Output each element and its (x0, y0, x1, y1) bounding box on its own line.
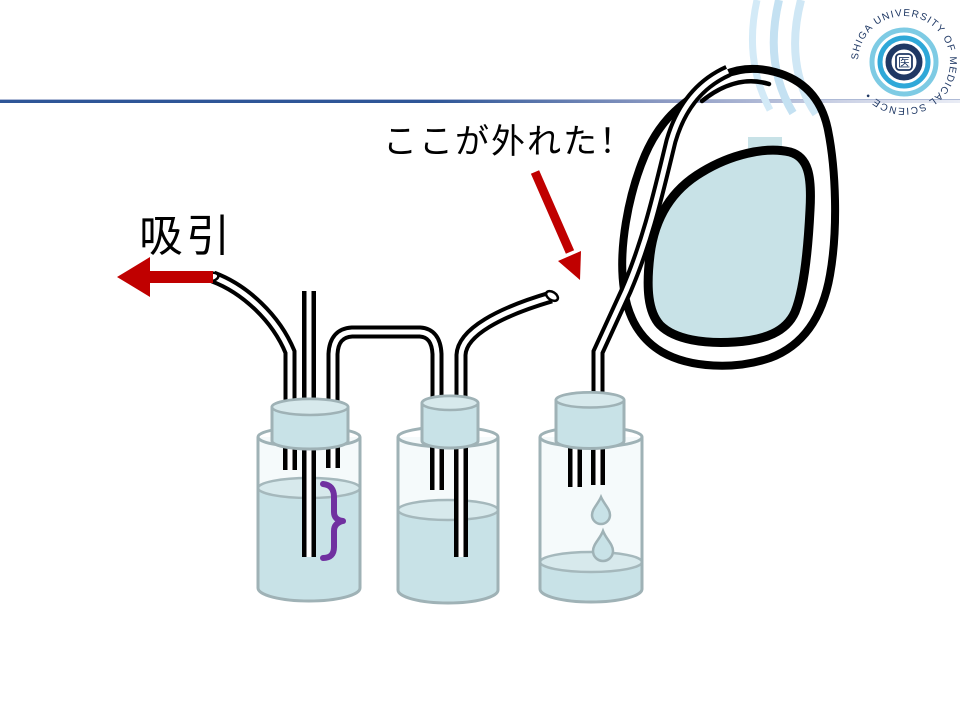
tube-opening-detached (544, 289, 560, 303)
bottle3-liquid (540, 562, 642, 602)
bottle2-cap-top (420, 394, 480, 412)
callout-arrow-head (558, 251, 581, 280)
bottle3-wall (538, 437, 644, 604)
bag-tube (591, 65, 731, 410)
tubing (204, 65, 731, 557)
bottle1-wall (256, 437, 362, 603)
callout-arrow (530, 170, 581, 280)
callout-arrow-shaft (530, 170, 575, 254)
suction-tube (210, 270, 297, 410)
university-logo: SHIGA UNIVERSITY OF MEDICAL SCIENCE • 医 (850, 8, 957, 116)
arc-1 (748, 0, 774, 112)
bottle2-liquid (398, 510, 498, 603)
arc-2 (769, 0, 797, 116)
suction-arrow (117, 257, 213, 297)
bottle1-cap-top (270, 397, 350, 417)
depth-brace (320, 481, 346, 561)
trap-bottle-3 (538, 425, 644, 604)
suction-label: 吸引 (139, 212, 233, 261)
template-arc-decoration (748, 0, 820, 117)
bottle3-liquid-surface (538, 550, 644, 574)
suction-bag (618, 65, 840, 370)
detached-label: ここが外れた！ (383, 123, 635, 161)
bag-inner-body (643, 145, 815, 347)
bridge-tube (326, 325, 444, 410)
water-droplets (590, 493, 615, 563)
water-droplet-icon (591, 527, 615, 563)
logo-kanji: 医 (898, 56, 910, 70)
bottle2-liquid-surface (396, 498, 500, 522)
bottle-caps (270, 391, 626, 451)
bag-outline-inner-line (699, 79, 772, 104)
logo-outer-ring (869, 27, 939, 97)
arc-3 (791, 0, 820, 117)
bottle2-wall (396, 437, 500, 605)
divider-line (0, 99, 960, 103)
logo-kanji-box (895, 53, 913, 71)
water-droplet-icon (590, 493, 612, 526)
bottle3-cap-top (554, 391, 626, 409)
logo-middle-ring (877, 35, 931, 89)
trap-bottle-2 (396, 425, 500, 605)
detached-tube (454, 290, 553, 410)
bag-outer-outline (618, 65, 840, 370)
